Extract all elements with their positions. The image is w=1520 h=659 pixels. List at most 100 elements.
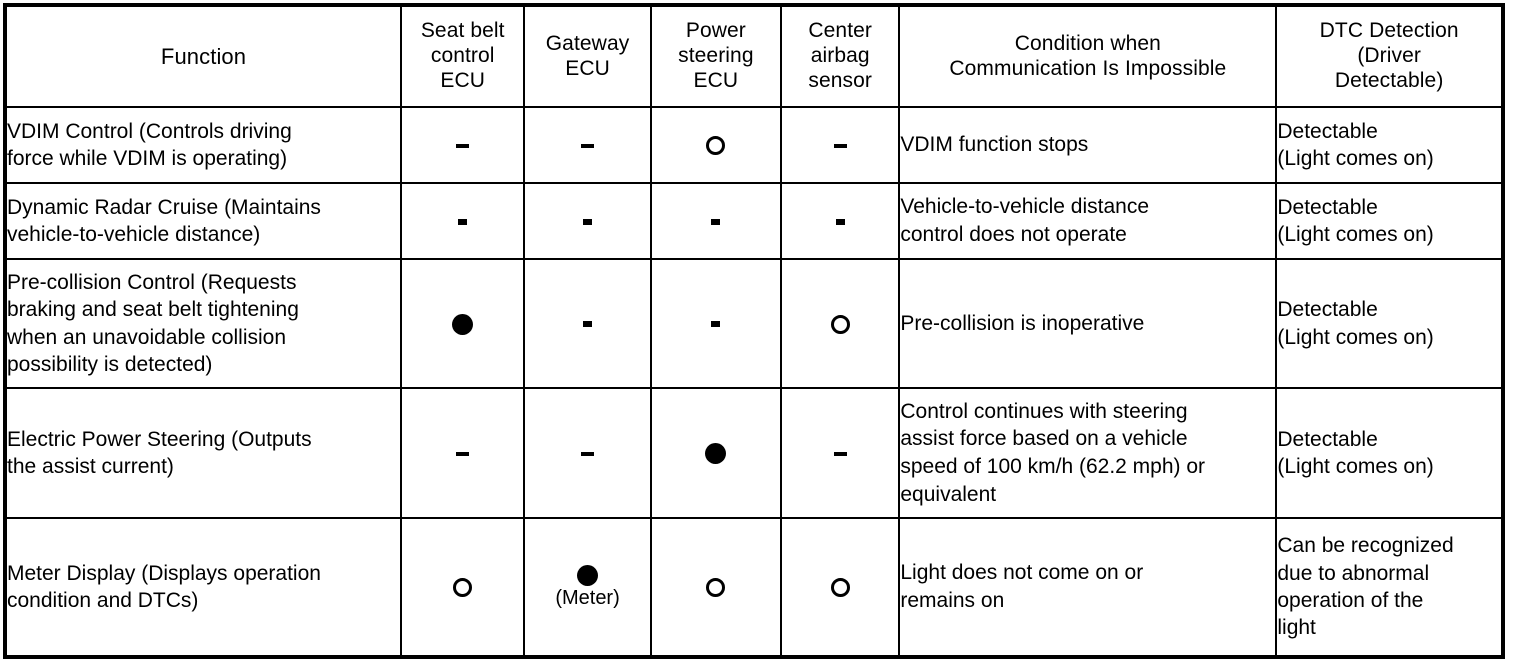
- header-steering-line-3: ECU: [693, 68, 739, 92]
- cell-center-airbag-sensor: [780, 182, 901, 260]
- cell-power-steering-ecu: [649, 182, 783, 260]
- header-airbag-line-1: Center: [808, 19, 873, 43]
- dtc-line-2: (Light comes on): [1277, 223, 1434, 246]
- condition-line-1: VDIM function stops: [900, 133, 1089, 157]
- gateway-marker-group: (Meter): [525, 565, 649, 609]
- cell-gateway-ecu: (Meter): [523, 517, 652, 658]
- dtc-line-1: Detectable: [1277, 119, 1378, 143]
- dtc-line-1: Detectable: [1277, 195, 1378, 219]
- cell-function: Meter Display (Displays operation condit…: [3, 517, 403, 658]
- column-header-gateway-ecu: Gateway ECU: [523, 4, 652, 108]
- condition-line-1: Control continues with steering: [900, 399, 1188, 423]
- function-line-1: Electric Power Steering (Outputs: [7, 427, 312, 451]
- condition-line-4: equivalent: [900, 482, 997, 506]
- cell-function: Dynamic Radar Cruise (Maintains vehicle-…: [3, 182, 403, 260]
- communication-failure-table: Function Seat belt control ECU Gateway E…: [3, 3, 1505, 659]
- dtc-line-2: (Light comes on): [1277, 455, 1434, 478]
- cell-seat-belt-control-ecu: [400, 517, 526, 658]
- dtc-line-1: Can be recognized: [1277, 534, 1454, 558]
- function-line-2: vehicle-to-vehicle distance): [7, 223, 261, 246]
- header-dtc-line-1: DTC Detection: [1319, 19, 1459, 43]
- cell-dtc-detection: Can be recognized due to abnormal operat…: [1275, 517, 1504, 658]
- dash-icon: [456, 451, 470, 456]
- function-line-2: condition and DTCs): [7, 589, 199, 612]
- header-condition-line-2: Communication Is Impossible: [949, 56, 1227, 80]
- function-line-1: Pre-collision Control (Requests: [7, 270, 297, 294]
- function-line-1: Meter Display (Displays operation: [7, 561, 321, 585]
- cell-power-steering-ecu: [649, 258, 783, 389]
- cell-gateway-ecu: [523, 387, 652, 519]
- cell-dtc-detection: Detectable (Light comes on): [1275, 106, 1504, 184]
- cell-seat-belt-control-ecu: [400, 387, 526, 519]
- cell-dtc-detection: Detectable (Light comes on): [1275, 258, 1504, 389]
- header-seatbelt-line-1: Seat belt: [420, 19, 505, 43]
- gateway-marker-sublabel: (Meter): [555, 587, 620, 609]
- table-row: Dynamic Radar Cruise (Maintains vehicle-…: [3, 182, 1504, 260]
- cell-function: Electric Power Steering (Outputs the ass…: [3, 387, 403, 519]
- table-row: Electric Power Steering (Outputs the ass…: [3, 387, 1504, 519]
- column-header-seat-belt-control-ecu: Seat belt control ECU: [400, 4, 526, 108]
- dtc-line-4: light: [1277, 616, 1316, 640]
- header-row: Function Seat belt control ECU Gateway E…: [3, 4, 1504, 108]
- dash-icon: [456, 143, 470, 148]
- dash-icon: [835, 218, 845, 225]
- cell-condition: Pre-collision is inoperative: [898, 258, 1278, 389]
- cell-condition: Light does not come on or remains on: [898, 517, 1278, 658]
- cell-power-steering-ecu: [649, 106, 783, 184]
- dtc-line-1: Detectable: [1277, 298, 1378, 322]
- dash-icon: [583, 218, 593, 225]
- condition-line-1: Pre-collision is inoperative: [900, 311, 1145, 335]
- dash-icon: [581, 451, 595, 456]
- dtc-line-2: (Light comes on): [1277, 325, 1434, 349]
- header-gateway-line-2: ECU: [565, 56, 610, 80]
- condition-line-1: Light does not come on or: [900, 561, 1144, 585]
- dtc-line-2: due to abnormal: [1277, 561, 1430, 585]
- column-header-center-airbag-sensor: Center airbag sensor: [780, 4, 901, 108]
- dtc-line-2: (Light comes on): [1277, 147, 1434, 170]
- cell-function: Pre-collision Control (Requests braking …: [3, 258, 403, 389]
- filled-circle-icon: [705, 443, 727, 465]
- table-row: Pre-collision Control (Requests braking …: [3, 258, 1504, 389]
- cell-power-steering-ecu: [649, 517, 783, 658]
- function-line-2: force while VDIM is operating): [7, 147, 288, 170]
- cell-gateway-ecu: [523, 258, 652, 389]
- column-header-function: Function: [3, 4, 403, 108]
- cell-center-airbag-sensor: [780, 258, 901, 389]
- header-function-line-1: Function: [160, 43, 247, 69]
- open-circle-icon: [706, 578, 726, 598]
- function-line-2: braking and seat belt tightening: [7, 298, 299, 322]
- header-dtc-line-2: (Driver: [1357, 44, 1422, 68]
- dash-icon: [581, 143, 595, 148]
- condition-line-2: control does not operate: [900, 223, 1127, 246]
- cell-condition: Vehicle-to-vehicle distance control does…: [898, 182, 1278, 260]
- cell-center-airbag-sensor: [780, 387, 901, 519]
- cell-condition: Control continues with steering assist f…: [898, 387, 1278, 519]
- dash-icon: [833, 451, 847, 456]
- open-circle-icon: [830, 578, 850, 598]
- cell-seat-belt-control-ecu: [400, 258, 526, 389]
- filled-circle-icon: [577, 565, 599, 586]
- cell-seat-belt-control-ecu: [400, 106, 526, 184]
- header-gateway-line-1: Gateway: [545, 31, 630, 55]
- cell-function: VDIM Control (Controls driving force whi…: [3, 106, 403, 184]
- header-airbag-line-3: sensor: [808, 68, 873, 92]
- cell-dtc-detection: Detectable (Light comes on): [1275, 182, 1504, 260]
- cell-condition: VDIM function stops: [898, 106, 1278, 184]
- dash-icon: [458, 218, 468, 225]
- table-row: VDIM Control (Controls driving force whi…: [3, 106, 1504, 184]
- function-line-3: when an unavoidable collision: [7, 325, 287, 349]
- condition-line-2: assist force based on a vehicle: [900, 427, 1188, 451]
- header-dtc-line-3: Detectable): [1334, 68, 1444, 92]
- condition-line-2: remains on: [900, 589, 1005, 612]
- function-line-1: VDIM Control (Controls driving: [7, 119, 292, 143]
- cell-gateway-ecu: [523, 106, 652, 184]
- open-circle-icon: [706, 136, 726, 156]
- condition-line-3: speed of 100 km/h (62.2 mph) or: [900, 455, 1206, 478]
- filled-circle-icon: [452, 313, 474, 335]
- column-header-condition-when-communication-impossible: Condition when Communication Is Impossib…: [898, 4, 1278, 108]
- header-airbag-line-2: airbag: [810, 44, 870, 68]
- dtc-line-1: Detectable: [1277, 427, 1378, 451]
- header-seatbelt-line-2: control: [430, 44, 495, 68]
- cell-power-steering-ecu: [649, 387, 783, 519]
- dash-icon: [711, 218, 721, 225]
